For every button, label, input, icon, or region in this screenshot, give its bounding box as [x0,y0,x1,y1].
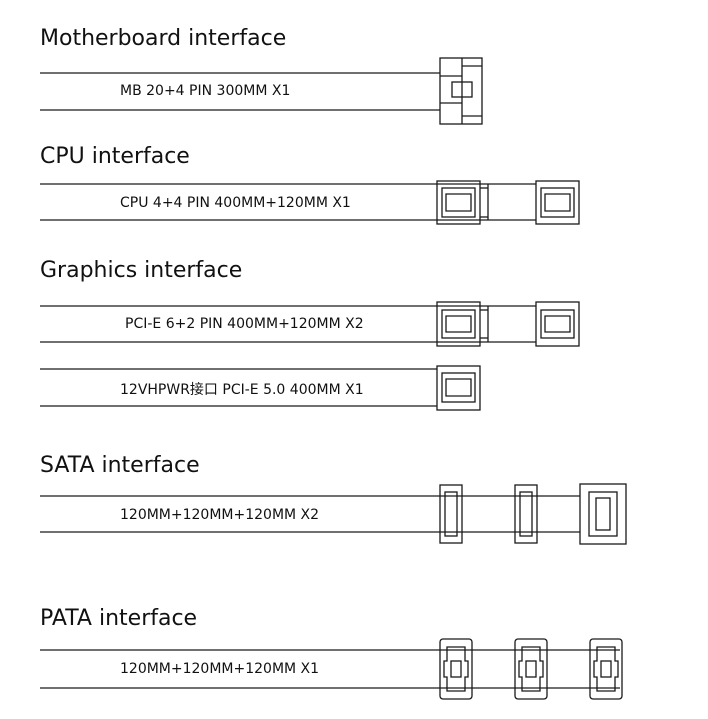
cable-label-mb: MB 20+4 PIN 300MM X1 [120,83,291,99]
section-title-pata: PATA interface [40,606,198,631]
pcie-connector-2-icon [535,301,580,347]
pcie-cable [40,305,536,343]
mb-cable [40,72,440,111]
12vhpwr-connector-icon [436,365,481,411]
pata-connector-1-icon [439,638,473,700]
sata-connector-2-icon [514,484,538,544]
cpu-connector-2-icon [535,180,580,225]
pata-cable [40,649,620,689]
sata-connector-1-icon [439,484,463,544]
sata-connector-3-icon [579,483,627,545]
pata-connector-2-icon [514,638,548,700]
section-title-cpu: CPU interface [40,144,190,169]
cpu-connector-1-icon [436,180,489,225]
cable-label-pcie: PCI-E 6+2 PIN 400MM+120MM X2 [125,316,364,332]
cable-label-pata: 120MM+120MM+120MM X1 [120,661,320,677]
section-title-graphics: Graphics interface [40,258,243,283]
12vhpwr-cable [40,368,437,407]
mb-24pin-connector-icon [439,57,483,125]
sata-cable [40,495,580,533]
pcie-connector-1-icon [436,301,489,347]
pata-connector-3-icon [589,638,623,700]
cable-label-sata: 120MM+120MM+120MM X2 [120,507,320,523]
section-title-motherboard: Motherboard interface [40,26,287,51]
section-title-sata: SATA interface [40,453,200,478]
cable-label-cpu: CPU 4+4 PIN 400MM+120MM X1 [120,195,351,211]
cable-label-12vhpwr: 12VHPWR接口 PCI-E 5.0 400MM X1 [120,382,364,398]
cpu-cable [40,183,536,221]
